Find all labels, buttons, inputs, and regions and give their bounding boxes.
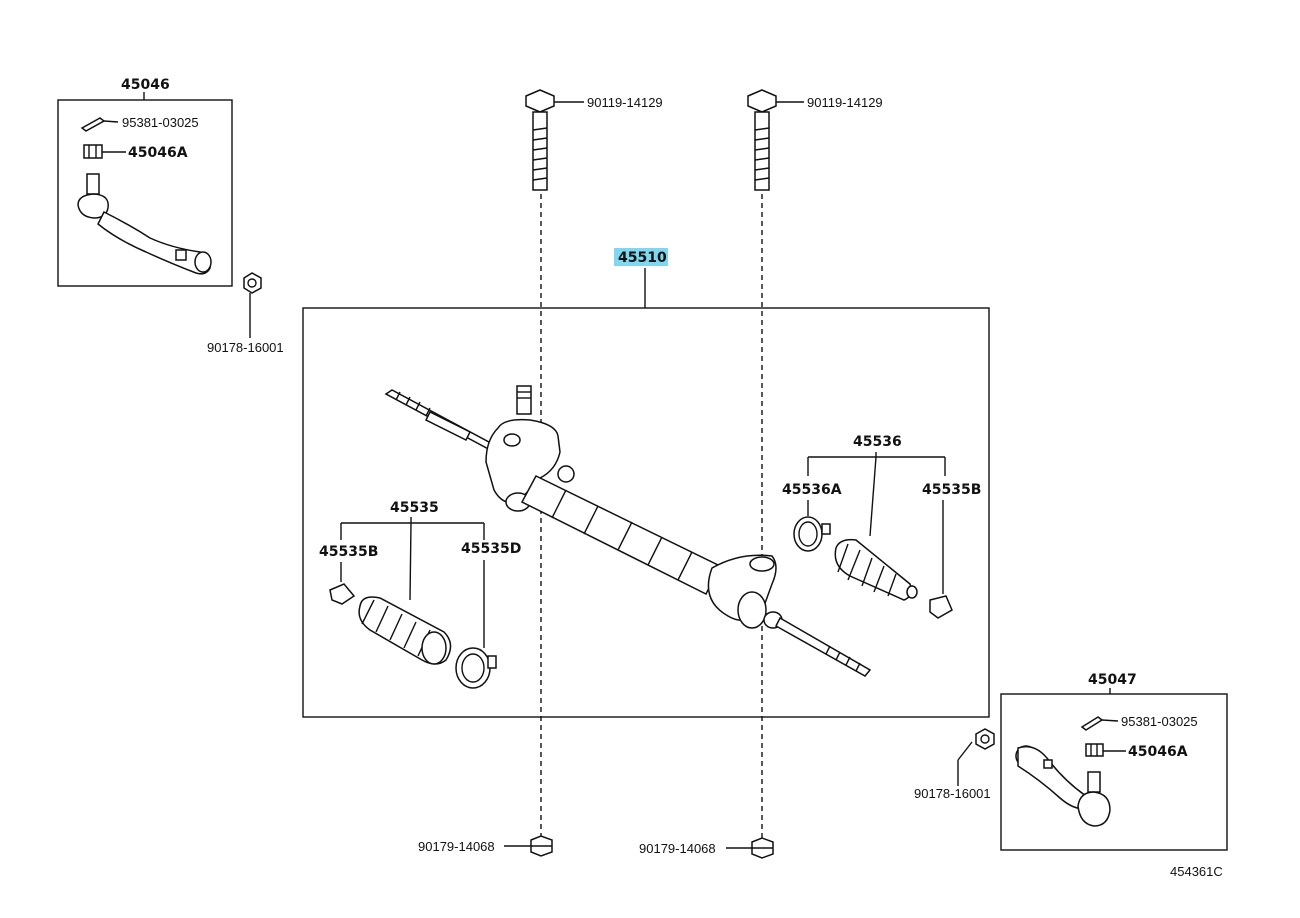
- label-nut-bottom-left[interactable]: 90179-14068: [418, 839, 495, 854]
- label-nut-outer-right[interactable]: 90178-16001: [914, 786, 991, 801]
- label-nut-outer-left[interactable]: 90178-16001: [207, 340, 284, 355]
- label-nut-bottom-right[interactable]: 90179-14068: [639, 841, 716, 856]
- nut-outer-right-icon: [957, 728, 995, 786]
- boot-left-icon: [358, 596, 452, 665]
- label-gear-assembly[interactable]: 45510: [618, 250, 667, 266]
- label-clamp-left-d[interactable]: 45535D: [461, 541, 521, 557]
- label-clip-left-b[interactable]: 45535B: [319, 544, 378, 560]
- tie-rod-end-left-group: 45046 95381-03025 45046A: [57, 77, 233, 287]
- nut-bottom-right-icon: [726, 837, 774, 859]
- label-bolt-left[interactable]: 90119-14129: [587, 95, 663, 110]
- cotter-pin-left-icon: [80, 117, 119, 132]
- tie-rod-end-right-group: 45047 95381-03025 45046A: [1000, 672, 1228, 851]
- label-clip-right-b[interactable]: 45535B: [922, 482, 981, 498]
- label-bolt-right[interactable]: 90119-14129: [807, 95, 883, 110]
- label-cotter-pin-left[interactable]: 95381-03025: [122, 115, 199, 130]
- clamp-left-icon: [455, 647, 497, 689]
- steering-rack-icon: [384, 385, 872, 677]
- nut-outer-left-icon: [243, 272, 262, 338]
- tie-rod-end-right-icon: [1015, 745, 1111, 827]
- label-nut-right[interactable]: 45046A: [1128, 744, 1188, 760]
- label-tie-rod-end-right[interactable]: 45047: [1088, 672, 1137, 688]
- cotter-pin-right-icon: [1080, 716, 1119, 731]
- diagram-code: 454361C: [1170, 864, 1223, 879]
- clamp-right-icon: [793, 516, 831, 552]
- gear-assembly-highlight: [614, 248, 668, 266]
- bolt-right-icon: [747, 89, 804, 191]
- tie-rod-end-left-icon: [77, 173, 212, 275]
- label-clamp-right-a[interactable]: 45536A: [782, 482, 842, 498]
- boot-right-icon: [834, 538, 918, 601]
- label-tie-rod-end-left[interactable]: 45046: [121, 77, 170, 93]
- castle-nut-right-icon: [1085, 743, 1126, 757]
- castle-nut-left-icon: [83, 144, 126, 159]
- clip-left-icon: [329, 583, 356, 605]
- clip-right-icon: [929, 595, 953, 619]
- label-boot-kit-left[interactable]: 45535: [390, 500, 439, 516]
- bolt-left-icon: [525, 89, 584, 191]
- gear-assembly-group: 45510: [302, 248, 990, 718]
- label-boot-kit-right[interactable]: 45536: [853, 434, 902, 450]
- nut-bottom-left-icon: [504, 835, 553, 857]
- label-nut-left[interactable]: 45046A: [128, 145, 188, 161]
- label-cotter-pin-right[interactable]: 95381-03025: [1121, 714, 1198, 729]
